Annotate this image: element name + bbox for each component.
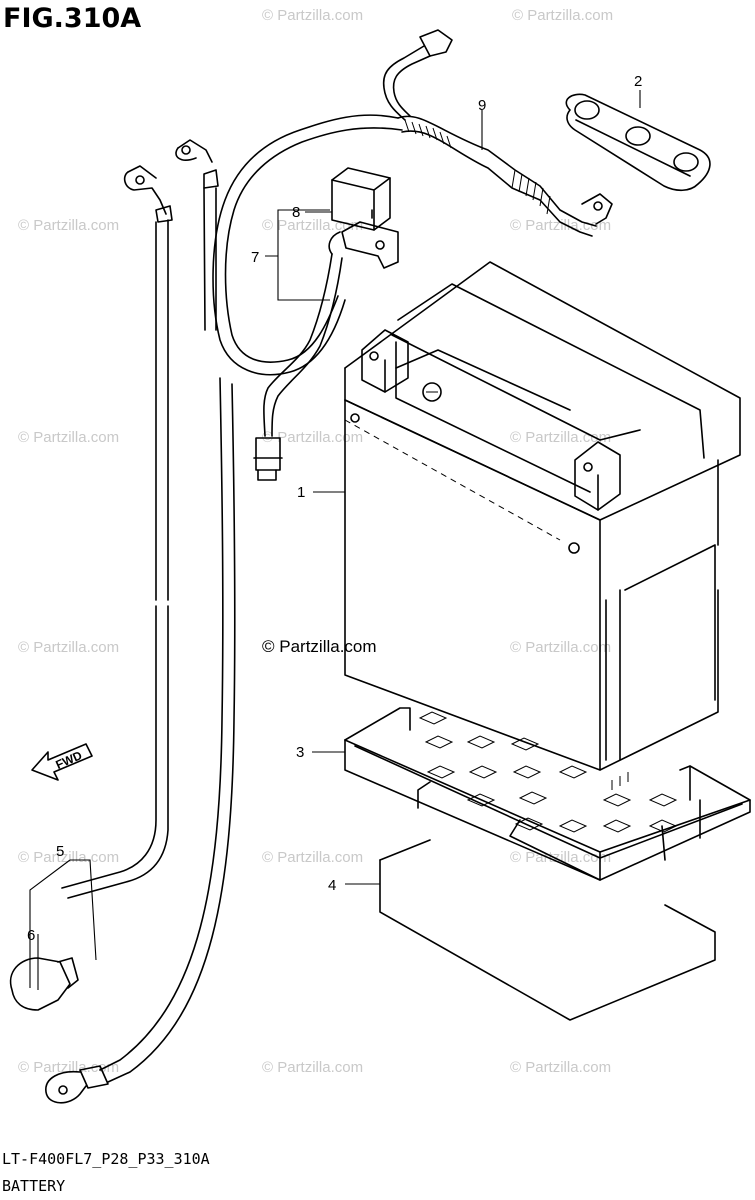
watermark-text: © Partzilla.com <box>18 217 119 234</box>
callout-9: 9 <box>478 97 486 114</box>
watermark-text: © Partzilla.com <box>18 429 119 446</box>
watermark-text: © Partzilla.com <box>510 849 611 866</box>
watermark-text: © Partzilla.com <box>262 217 363 234</box>
watermark-text: © Partzilla.com <box>18 849 119 866</box>
callout-8: 8 <box>292 204 300 221</box>
battery-icon <box>344 261 741 771</box>
watermark-text: © Partzilla.com <box>262 429 363 446</box>
battery-pad-icon <box>379 839 716 1021</box>
watermark-text: © Partzilla.com <box>510 1059 611 1076</box>
callout-5: 5 <box>56 843 64 860</box>
watermark-text: © Partzilla.com <box>510 639 611 656</box>
figure-title: FIG.310A <box>3 3 142 34</box>
fwd-label: FWD <box>53 748 84 772</box>
figure-name: BATTERY <box>2 1177 66 1195</box>
callout-1: 1 <box>297 484 305 501</box>
callout-labels: 1 2 3 4 5 6 7 8 9 <box>27 73 642 944</box>
watermark-text: © Partzilla.com <box>262 849 363 866</box>
terminal-cap-icon <box>9 957 79 1011</box>
watermark-text: © Partzilla.com <box>510 217 611 234</box>
terminal-cover-icon <box>565 93 711 192</box>
fuse-lead-icon <box>212 29 613 376</box>
harness-lead-icon <box>253 253 343 481</box>
figure-code: LT-F400FL7_P28_P33_310A <box>2 1150 210 1168</box>
relay-icon <box>328 167 399 269</box>
callout-2: 2 <box>634 73 642 90</box>
fwd-arrow-icon: FWD <box>31 743 93 781</box>
watermark-text: © Partzilla.com <box>262 1059 363 1076</box>
battery-tray-icon <box>344 707 751 881</box>
watermark-text: © Partzilla.com <box>512 7 613 24</box>
callout-leaders <box>29 90 641 990</box>
watermark-text: © Partzilla.com <box>18 639 119 656</box>
watermark-group: © Partzilla.com © Partzilla.com © Partzi… <box>18 7 613 1076</box>
watermark-text: © Partzilla.com <box>262 7 363 24</box>
callout-3: 3 <box>296 744 304 761</box>
callout-7: 7 <box>251 249 259 266</box>
cable-lead-icon <box>45 139 236 1104</box>
callout-4: 4 <box>328 877 336 894</box>
watermark-main: © Partzilla.com <box>262 637 377 656</box>
callout-6: 6 <box>27 927 35 944</box>
tray-slots <box>418 711 678 833</box>
watermark-text: © Partzilla.com <box>18 1059 119 1076</box>
